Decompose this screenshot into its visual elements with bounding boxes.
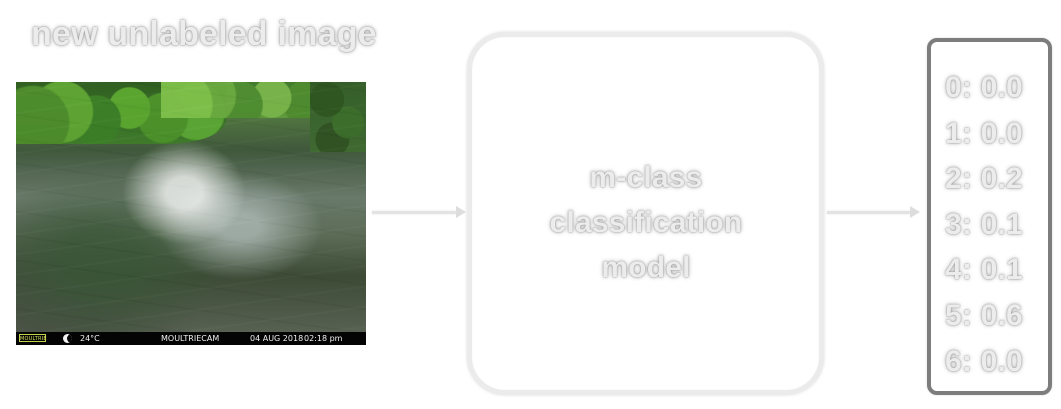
camera-brand-badge: MOULTRIE xyxy=(19,334,47,342)
classification-model-label: m-class classification model xyxy=(549,161,743,284)
camera-temperature: 24°C xyxy=(80,334,100,343)
class-probability-item: 2: 0.2 xyxy=(945,162,1023,196)
class-probability-item: 1: 0.0 xyxy=(945,116,1023,150)
camera-time: 02:18 pm xyxy=(304,334,343,343)
camera-date: 04 AUG 2018 xyxy=(250,334,304,343)
class-probability-item: 6: 0.0 xyxy=(945,344,1023,378)
class-probability-box: 0: 0.0 1: 0.0 2: 0.2 3: 0.1 4: 0.1 5: 0.… xyxy=(927,38,1052,395)
class-probability-item: 5: 0.6 xyxy=(945,298,1023,332)
class-probability-item: 3: 0.1 xyxy=(945,207,1023,241)
camera-name: MOULTRIECAM xyxy=(161,334,220,343)
input-photo: MOULTRIE 24°C MOULTRIECAM 04 AUG 2018 02… xyxy=(16,82,366,345)
right-arrow-icon xyxy=(372,206,466,218)
class-probability-item: 4: 0.1 xyxy=(945,253,1023,287)
right-tree-canopy xyxy=(310,82,366,152)
moon-icon xyxy=(63,334,72,343)
water-ripples xyxy=(16,82,366,345)
right-arrow-icon xyxy=(827,206,920,218)
input-image-label: new unlabeled image xyxy=(31,15,377,53)
camera-info-bar: MOULTRIE 24°C MOULTRIECAM 04 AUG 2018 02… xyxy=(16,332,366,345)
class-probability-item: 0: 0.0 xyxy=(945,71,1023,104)
classification-model-box: m-class classification model xyxy=(467,32,824,395)
class-probability-list: 0: 0.0 1: 0.0 2: 0.2 3: 0.1 4: 0.1 5: 0.… xyxy=(945,65,1041,384)
